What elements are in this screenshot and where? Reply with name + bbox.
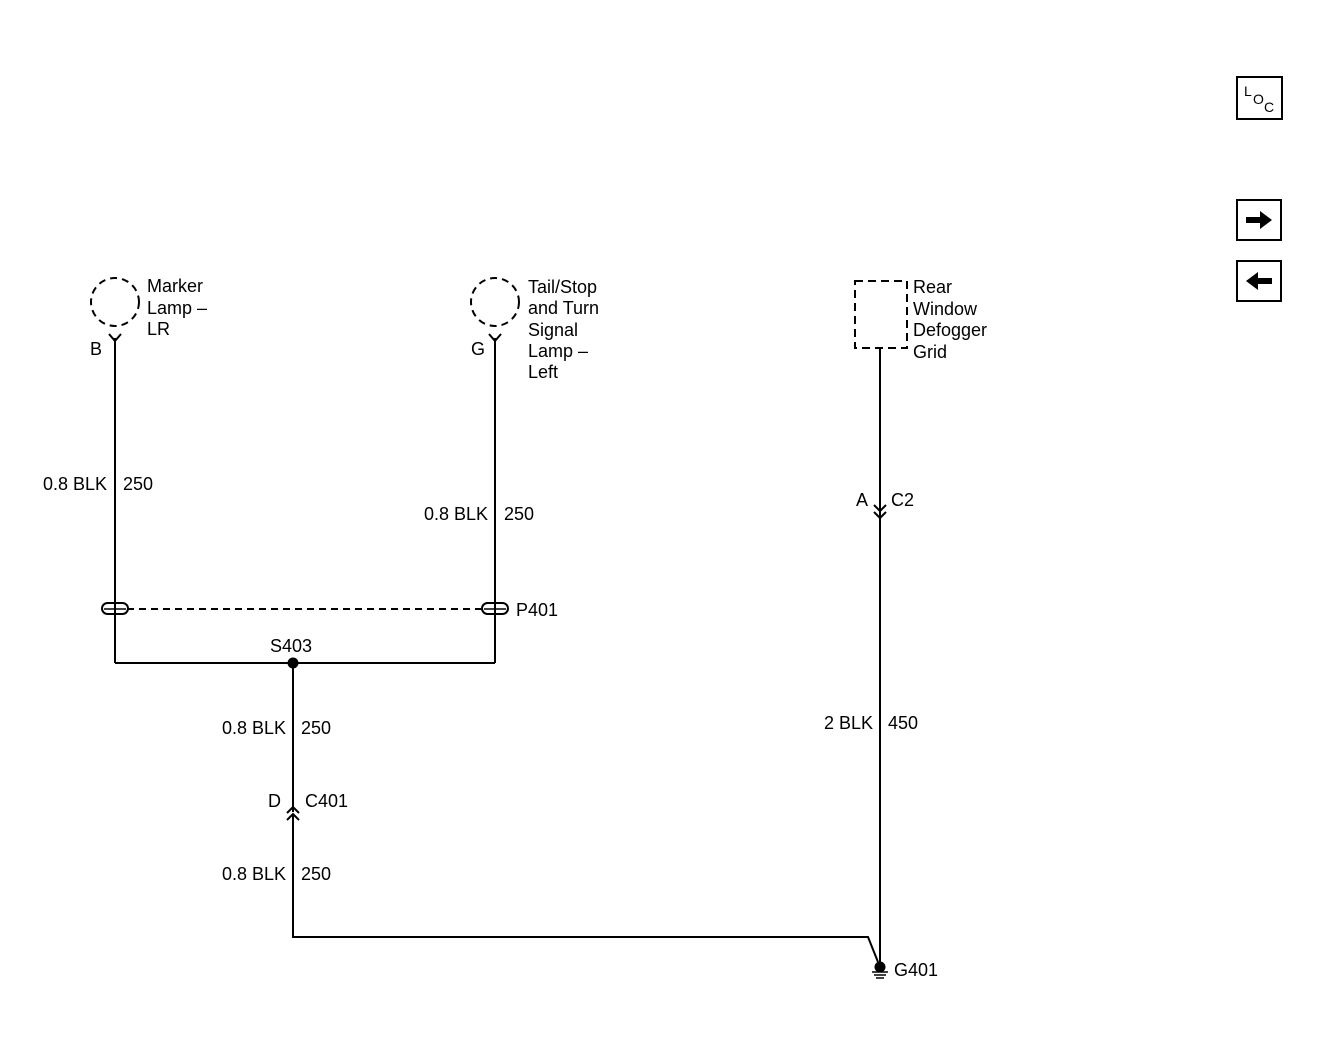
defogger-wire-gauge: 2 BLK: [824, 713, 873, 733]
tail-lamp-label-3: Signal: [528, 320, 578, 340]
tail-lamp-label-5: Left: [528, 362, 558, 382]
defogger-label-1: Rear: [913, 277, 952, 297]
g401-ground-symbol: [872, 961, 888, 979]
splice-out-circuit: 250: [301, 718, 331, 738]
c401-pin: D: [268, 791, 281, 811]
ground-wire: [292, 814, 879, 963]
marker-lamp-symbol: [90, 277, 140, 327]
tail-lamp-label-1: Tail/Stop: [528, 277, 597, 297]
c2-pin: A: [856, 490, 868, 510]
defogger-label-3: Defogger: [913, 320, 987, 340]
arrow-right-icon: [1246, 211, 1272, 229]
tail-wire-gauge: 0.8 BLK: [424, 504, 488, 524]
s403-label: S403: [270, 636, 312, 656]
p401-connector-right: [481, 602, 509, 615]
g401-label: G401: [894, 960, 938, 980]
splice-out-gauge: 0.8 BLK: [222, 718, 286, 738]
tail-lamp-label-4: Lamp –: [528, 341, 588, 361]
previous-page-button[interactable]: [1236, 260, 1282, 302]
p401-label: P401: [516, 600, 558, 620]
marker-wire-circuit: 250: [123, 474, 153, 494]
arrow-left-icon: [1246, 272, 1272, 290]
loc-letter-o: O: [1253, 91, 1264, 107]
next-page-button[interactable]: [1236, 199, 1282, 241]
tail-wire-circuit: 250: [504, 504, 534, 524]
defogger-label-2: Window: [913, 299, 978, 319]
loc-letter-l: L: [1244, 83, 1252, 99]
defogger-symbol: [854, 280, 908, 349]
c401-label: C401: [305, 791, 348, 811]
marker-wire-gauge: 0.8 BLK: [43, 474, 107, 494]
marker-lamp-label-2: Lamp –: [147, 298, 207, 318]
tail-lamp-symbol: [470, 277, 520, 327]
ground-wire-circuit: 250: [301, 864, 331, 884]
p401-connector-left: [101, 602, 129, 615]
c2-label: C2: [891, 490, 914, 510]
loc-button[interactable]: L O C: [1236, 76, 1283, 120]
ground-wire-gauge: 0.8 BLK: [222, 864, 286, 884]
loc-letter-c: C: [1264, 99, 1275, 115]
marker-lamp-label-1: Marker: [147, 276, 203, 296]
defogger-wire-circuit: 450: [888, 713, 918, 733]
tail-lamp-label-2: and Turn: [528, 298, 599, 318]
defogger-label-4: Grid: [913, 342, 947, 362]
marker-lamp-label-3: LR: [147, 319, 170, 339]
marker-lamp-pin: B: [90, 339, 102, 359]
tail-lamp-pin: G: [471, 339, 485, 359]
c2-connector: [873, 504, 887, 520]
